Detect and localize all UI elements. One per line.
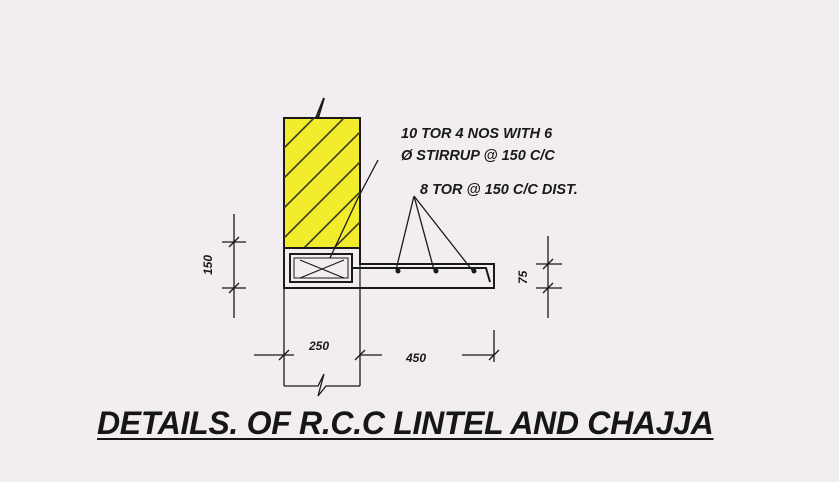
chajja-projection-value: 450 [405, 351, 426, 365]
distribution-bars-label: 8 TOR @ 150 C/C DIST. [420, 182, 578, 198]
lintel-depth-value: 150 [201, 255, 215, 275]
masonry-wall [283, 97, 361, 249]
main-bars-label-line1: 10 TOR 4 NOS WITH 6 [401, 126, 553, 142]
main-bars-label-line2: Ø STIRRUP @ 150 C/C [401, 148, 555, 164]
wall-width-value: 250 [308, 339, 329, 353]
drawing-title: DETAILS. OF R.C.C LINTEL AND CHAJJA [97, 405, 714, 441]
dimension-lintel-depth [222, 214, 246, 318]
leader-lines [329, 159, 473, 271]
bottom-dimensions [254, 288, 500, 397]
chajja-thickness-value: 75 [516, 270, 530, 284]
dimension-chajja-thickness [536, 236, 562, 318]
chajja-main-bar [352, 267, 491, 283]
lintel-chajja-section-drawing: 10 TOR 4 NOS WITH 6 Ø STIRRUP @ 150 C/C … [201, 97, 578, 397]
distribution-bar-dots [395, 268, 477, 274]
stirrup-cage [289, 253, 353, 283]
